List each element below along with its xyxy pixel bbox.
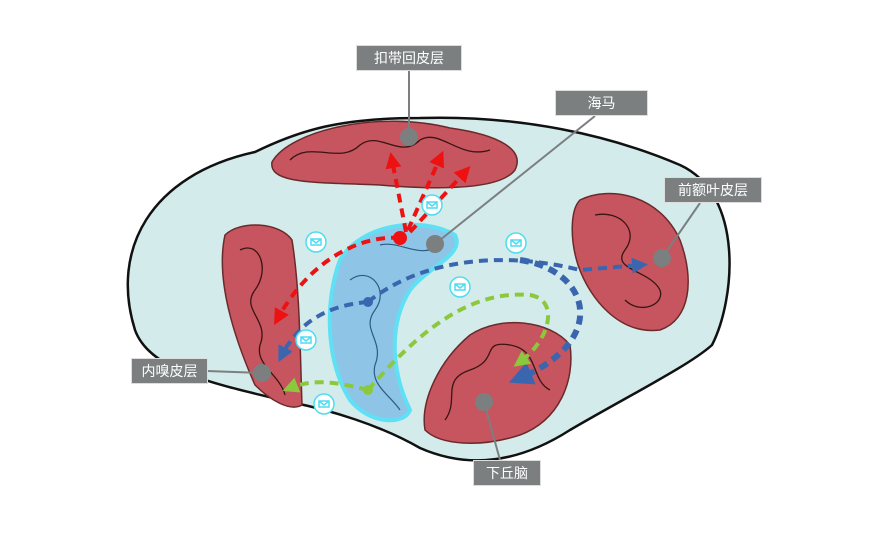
hypothalamus-region bbox=[423, 322, 572, 444]
label-hippocampus: 海马 bbox=[555, 90, 648, 116]
green-signal-arrow bbox=[282, 377, 369, 393]
label-entorhinal-cortex: 内嗅皮层 bbox=[131, 358, 208, 384]
label-cingulate-cortex: 扣带回皮层 bbox=[356, 45, 462, 71]
label-prefrontal-cortex: 前额叶皮层 bbox=[664, 177, 762, 203]
red-signal-arrow bbox=[274, 235, 401, 326]
prefrontal-cortex-region bbox=[571, 192, 689, 332]
blue-signal-arrow bbox=[278, 300, 369, 363]
label-hypothalamus: 下丘脑 bbox=[473, 460, 541, 486]
mail-icon bbox=[295, 194, 527, 415]
